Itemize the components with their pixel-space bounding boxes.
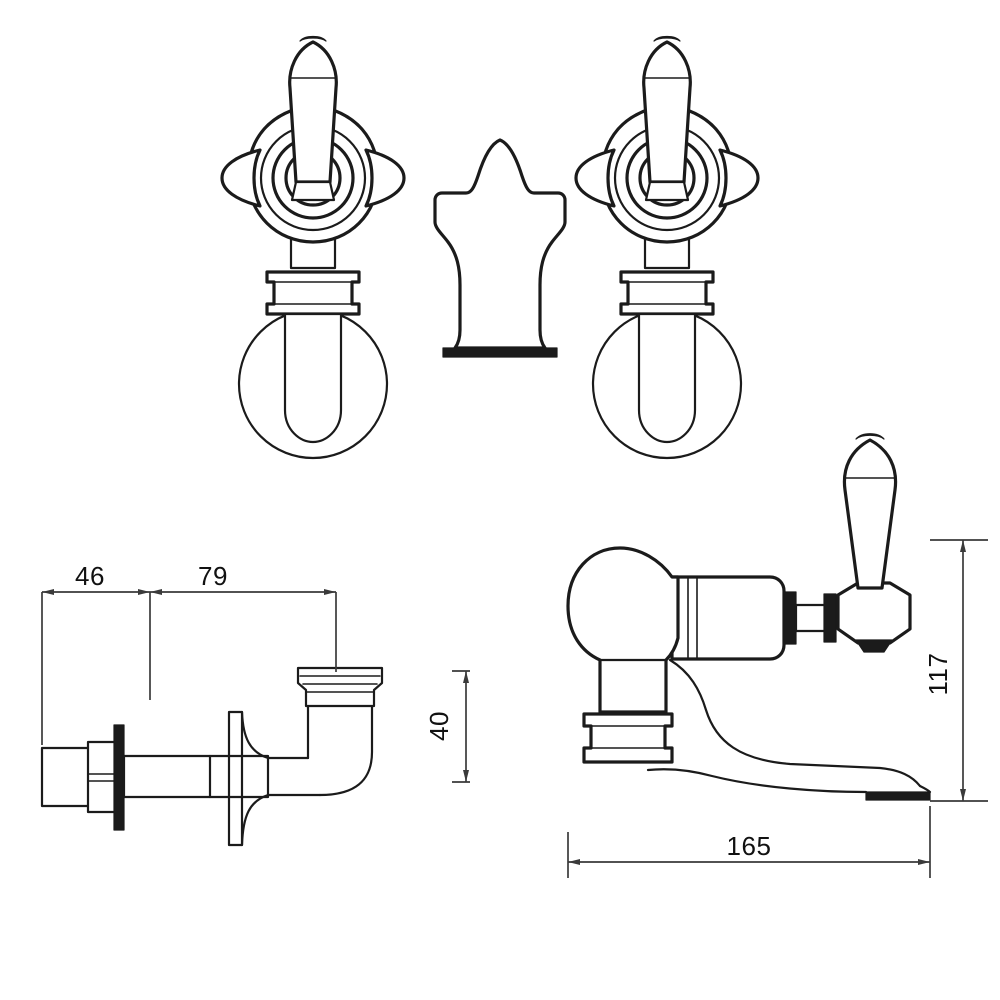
arrow-79-left	[150, 589, 162, 595]
left-valve-assembly	[220, 35, 406, 444]
dimension-group-40: 40	[424, 670, 470, 783]
section-cover-curve	[240, 710, 270, 847]
left-lever-base	[290, 180, 336, 202]
valve-stem-collar	[823, 593, 837, 643]
side-lever-handle	[842, 438, 898, 590]
dim-label-165: 165	[727, 831, 772, 861]
dim-label-40: 40	[424, 711, 454, 741]
arrow-40-top	[463, 671, 469, 683]
section-washer-plate	[113, 724, 125, 831]
right-shank	[637, 312, 697, 444]
right-valve-assembly	[574, 35, 760, 444]
left-hex-nut	[265, 270, 361, 316]
valve-barrel-rings	[687, 576, 698, 660]
right-handle-wing-left	[574, 148, 616, 208]
front-elevation-view	[220, 35, 760, 460]
arrow-40-bottom	[463, 770, 469, 782]
section-cover-wall	[227, 710, 244, 847]
right-lever-handle	[642, 40, 692, 184]
dim-label-79: 79	[198, 561, 228, 591]
arrow-165-left	[568, 859, 580, 865]
arrow-46-right	[138, 589, 150, 595]
arrow-117-bottom	[960, 789, 966, 801]
valve-stem	[794, 603, 828, 633]
section-outlet-collar	[296, 666, 384, 708]
spout-outlet-join	[918, 784, 932, 794]
section-elbow-outer	[318, 704, 374, 797]
section-back-nut-flats	[87, 773, 116, 782]
dimension-group-horizontal: 46 79	[41, 561, 337, 745]
arrow-165-right	[918, 859, 930, 865]
side-section-view: 46 79 40	[40, 561, 470, 847]
right-lever-tip	[653, 35, 681, 42]
spout-top-curve	[668, 658, 922, 788]
section-outlet-rings	[299, 675, 381, 693]
side-lever-tip	[855, 433, 885, 440]
central-spout-body	[433, 138, 567, 350]
left-shank	[283, 312, 343, 444]
handle-base-underside	[855, 639, 893, 653]
dim-label-117: 117	[923, 653, 953, 696]
dimension-group-165: 165	[567, 806, 931, 878]
right-hex-nut-edges	[627, 281, 707, 305]
valve-barrel	[670, 575, 786, 661]
arrow-79-right	[324, 589, 336, 595]
body-bulb	[566, 546, 680, 714]
spout-bottom-curve	[646, 768, 868, 794]
left-lever-handle	[288, 40, 338, 184]
side-hex-nut	[582, 712, 674, 764]
spout-outlet-lip	[865, 791, 931, 801]
spout-base-plate	[442, 347, 558, 358]
left-handle-wing-right	[364, 148, 406, 208]
handle-octagon-base	[836, 581, 912, 645]
section-back-nut	[86, 740, 117, 814]
dimension-group-117: 117	[923, 539, 988, 802]
right-hex-nut	[619, 270, 715, 316]
section-flange-barrel	[122, 754, 212, 799]
side-elevation-view: 117 165	[566, 433, 988, 878]
left-handle-wing-left	[220, 148, 262, 208]
dim-label-46: 46	[75, 561, 105, 591]
arrow-117-top	[960, 540, 966, 552]
left-lever-tip	[299, 35, 327, 42]
right-handle-wing-right	[718, 148, 760, 208]
valve-end-cap	[783, 591, 797, 645]
left-hex-nut-edges	[273, 281, 353, 305]
side-hex-nut-flats	[590, 725, 666, 749]
right-lever-base	[644, 180, 690, 202]
arrow-46-left	[42, 589, 54, 595]
